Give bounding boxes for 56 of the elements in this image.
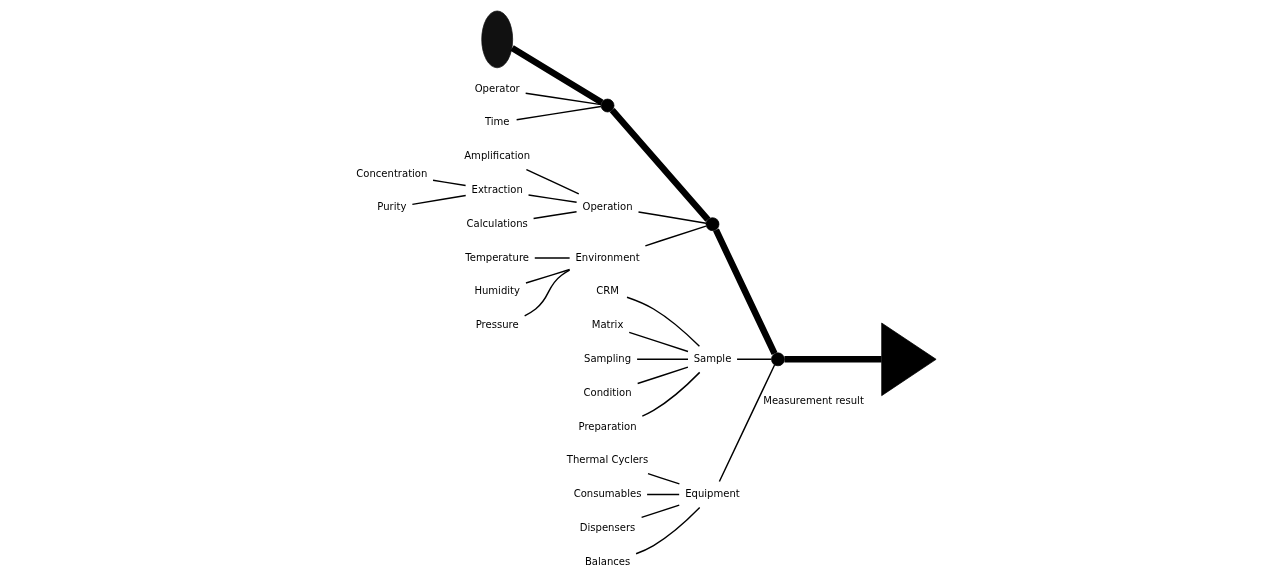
node-text: Calculations [466, 217, 528, 229]
connector [718, 364, 776, 483]
node-circle [771, 352, 785, 367]
node-crescent [481, 10, 513, 69]
node-text: CRM [596, 285, 619, 297]
connector [736, 358, 773, 361]
node-text: Amplification [464, 150, 531, 162]
connector [628, 331, 689, 353]
connector [523, 269, 571, 317]
connector [626, 296, 701, 348]
node-circle [600, 98, 615, 113]
connector [713, 228, 778, 356]
node-text: Sample [693, 352, 732, 364]
connector [784, 356, 882, 363]
connector [524, 92, 602, 106]
node-text: Condition [583, 386, 632, 398]
node-text: Environment [575, 251, 640, 263]
node-text: Balances [584, 555, 631, 567]
node-text: Time [484, 116, 510, 128]
node-text: Purity [377, 201, 407, 213]
connector [635, 506, 701, 555]
node-text: Equipment [685, 488, 740, 500]
node-text: Operation [582, 200, 633, 212]
connector [510, 45, 604, 106]
connector [640, 504, 680, 519]
node-text: Humidity [474, 285, 520, 297]
connector [532, 211, 578, 220]
node-text: Pressure [475, 319, 519, 331]
node-text: Consumables [573, 488, 642, 500]
node-label: Measurement result [763, 394, 864, 406]
connector [637, 211, 707, 224]
node-text: Matrix [591, 319, 624, 331]
connector [525, 268, 571, 284]
node-circle [705, 217, 720, 231]
connector [432, 179, 467, 187]
node-text: Thermal Cyclers [566, 454, 649, 466]
connector [515, 105, 602, 121]
connector [636, 366, 689, 385]
node-text: Sampling [584, 352, 632, 364]
node-text: Temperature [465, 251, 530, 263]
connector [534, 257, 571, 259]
connector [609, 107, 711, 222]
connector [411, 194, 467, 206]
connector [644, 225, 707, 247]
connector [647, 472, 681, 485]
connector [525, 168, 580, 195]
node-text: Dispensers [579, 521, 636, 533]
node-text: Extraction [471, 184, 523, 196]
node-triangle [881, 322, 937, 396]
connector [641, 371, 701, 417]
node-text: Operator [474, 82, 520, 94]
connector [636, 358, 689, 361]
node-text: Preparation [578, 420, 637, 432]
connector [646, 493, 680, 496]
connector [527, 194, 578, 204]
node-text: Concentration [356, 167, 428, 179]
